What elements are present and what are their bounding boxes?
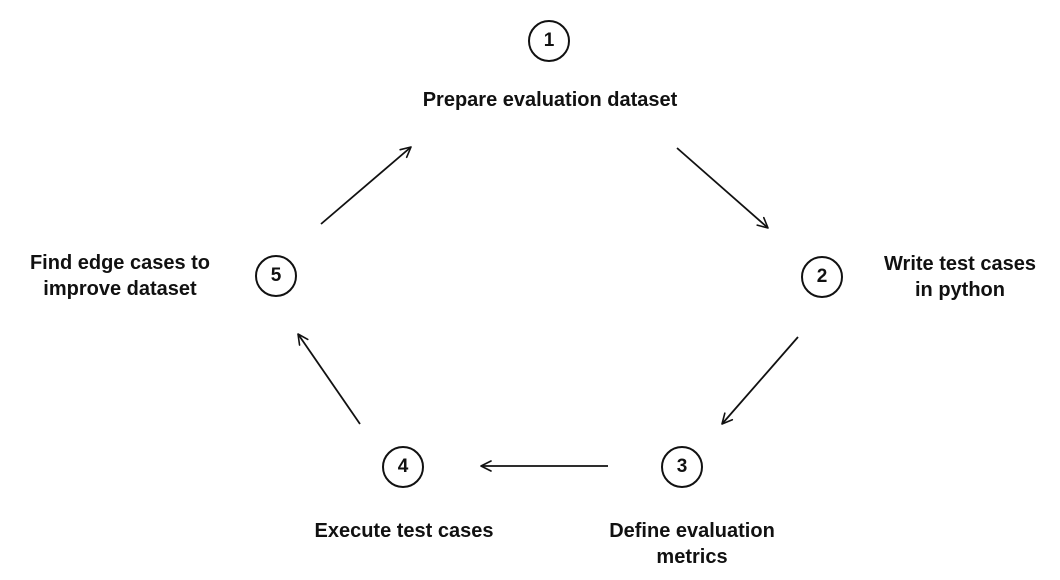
step-4-label: Execute test cases bbox=[284, 518, 524, 544]
step-2-number-badge: 2 bbox=[801, 256, 843, 298]
step-4-label-line-1: Execute test cases bbox=[314, 520, 494, 542]
step-4-number-badge: 4 bbox=[382, 446, 424, 488]
step-2-label-line-2: in python bbox=[915, 279, 1005, 301]
arrow-4-to-5 bbox=[297, 333, 361, 425]
step-3-label-line-2: metrics bbox=[656, 546, 728, 568]
step-3-label-line-1: Define evaluation bbox=[609, 520, 775, 542]
step-5-label-line-2: improve dataset bbox=[43, 278, 197, 300]
step-1-label-line-1: Prepare evaluation dataset bbox=[422, 89, 678, 111]
step-5-label-line-1: Find edge cases to bbox=[29, 252, 211, 274]
arrow-5-to-1 bbox=[320, 146, 412, 225]
step-1-label: Prepare evaluation dataset bbox=[380, 87, 720, 113]
step-2-label-line-1: Write test cases bbox=[884, 253, 1036, 275]
step-1-number-badge: 1 bbox=[528, 20, 570, 62]
arrow-1-to-2 bbox=[676, 147, 769, 229]
step-5-number-badge: 5 bbox=[255, 255, 297, 297]
arrow-2-to-3 bbox=[721, 336, 799, 425]
step-5-label: Find edge cases to improve dataset bbox=[4, 250, 236, 302]
step-2-label: Write test cases in python bbox=[864, 251, 1056, 303]
step-3-number-badge: 3 bbox=[661, 446, 703, 488]
step-3-label: Define evaluation metrics bbox=[572, 518, 812, 570]
